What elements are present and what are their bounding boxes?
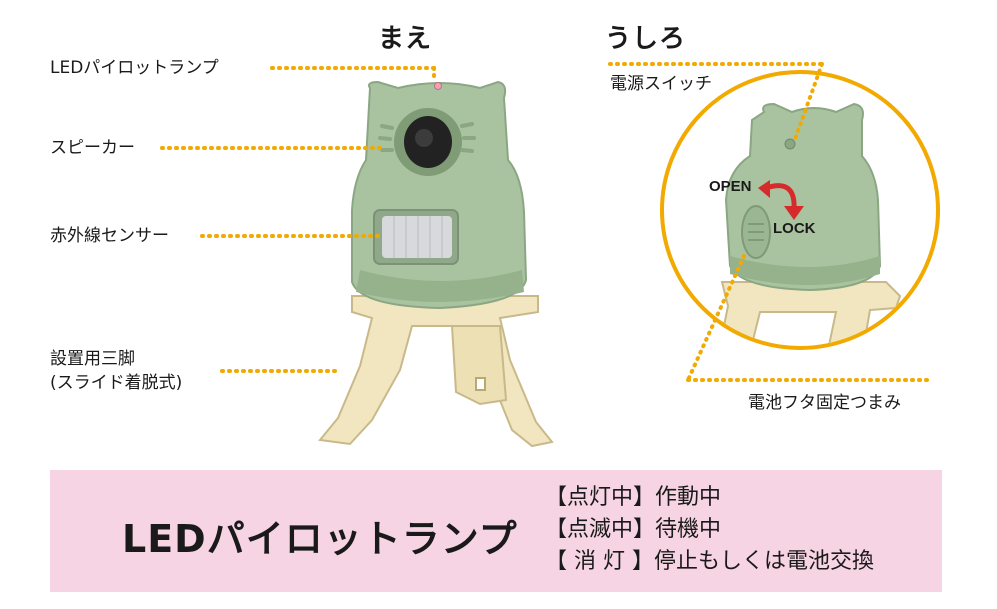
- back-tripod-stand: [698, 281, 902, 346]
- speaker-grille: [378, 108, 476, 176]
- power-switch: [784, 138, 796, 150]
- back-device-illustration: [608, 62, 940, 382]
- tripod-label-line1: 設置用三脚: [50, 349, 135, 369]
- power-switch-label: 電源スイッチ: [610, 74, 712, 94]
- tripod-stand: [318, 295, 554, 448]
- back-heading: うしろ: [605, 24, 687, 54]
- legend-line-on: 【点灯中】作動中: [545, 485, 722, 510]
- front-device-illustration: [160, 66, 554, 448]
- battery-cover-knob: [741, 205, 771, 259]
- legend-list: 【点灯中】作動中 【点滅中】待機中 【 消 灯 】停止もしくは電池交換: [545, 482, 874, 578]
- infrared-sensor: [373, 209, 459, 265]
- legend-line-blink: 【点滅中】待機中: [545, 517, 722, 542]
- sensor-label: 赤外線センサー: [50, 226, 169, 246]
- lock-label: LOCK: [773, 220, 816, 237]
- front-leader-lines: [160, 66, 436, 373]
- front-heading: まえ: [378, 24, 433, 54]
- led-legend-panel: [50, 470, 942, 592]
- tripod-label-line2: (スライド着脱式): [50, 373, 183, 393]
- rotation-arrow: [765, 183, 797, 211]
- open-label: OPEN: [709, 178, 752, 195]
- legend-title: LEDパイロットランプ: [122, 517, 518, 561]
- speaker-label: スピーカー: [50, 138, 135, 158]
- led-lamp: [434, 82, 442, 90]
- legend-line-off: 【 消 灯 】停止もしくは電池交換: [545, 549, 874, 574]
- led-label: LEDパイロットランプ: [50, 58, 219, 78]
- back-leader-lines: [608, 62, 934, 382]
- battery-knob-label: 電池フタ固定つまみ: [748, 393, 901, 413]
